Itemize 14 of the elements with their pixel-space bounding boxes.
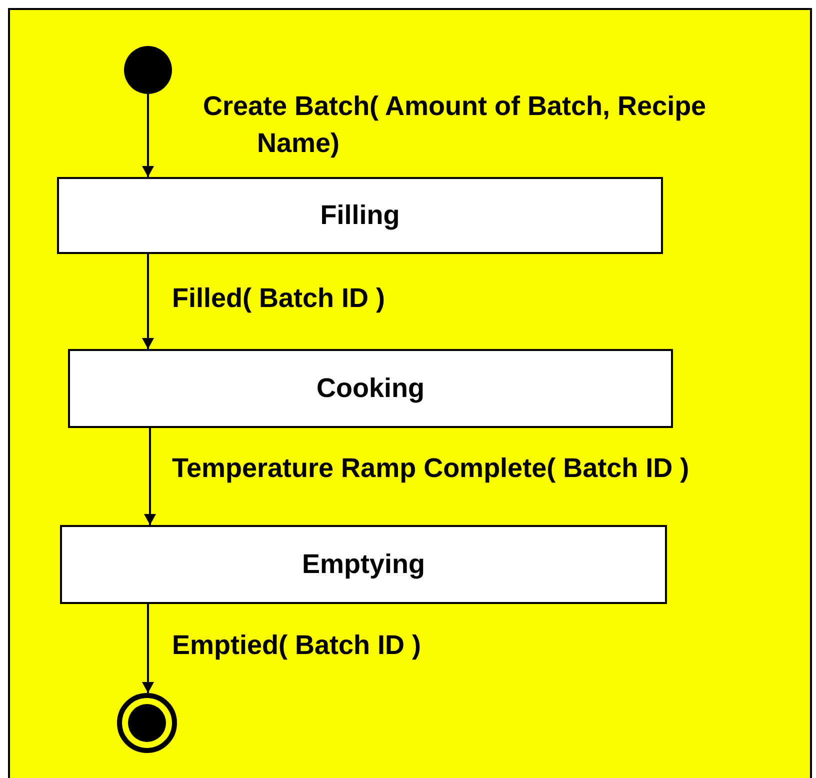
state-box [57, 177, 663, 254]
transition-arrow [142, 604, 154, 693]
state-name: Cooking [316, 373, 424, 404]
edge-label: Filled( Batch ID ) [172, 282, 386, 315]
edge-label: Emptied( Batch ID ) [172, 629, 422, 662]
state-name: Filling [320, 200, 400, 231]
state-box [68, 349, 673, 428]
edge-label: Temperature Ramp Complete( Batch ID ) [172, 452, 690, 485]
transition-arrow [144, 428, 156, 525]
state-box [60, 525, 667, 604]
transition-arrow [142, 94, 154, 177]
edge-label: Create Batch( Amount of Batch, Recipe Name) [203, 90, 708, 160]
transition-arrow [142, 254, 154, 349]
state-name: Emptying [302, 549, 425, 580]
